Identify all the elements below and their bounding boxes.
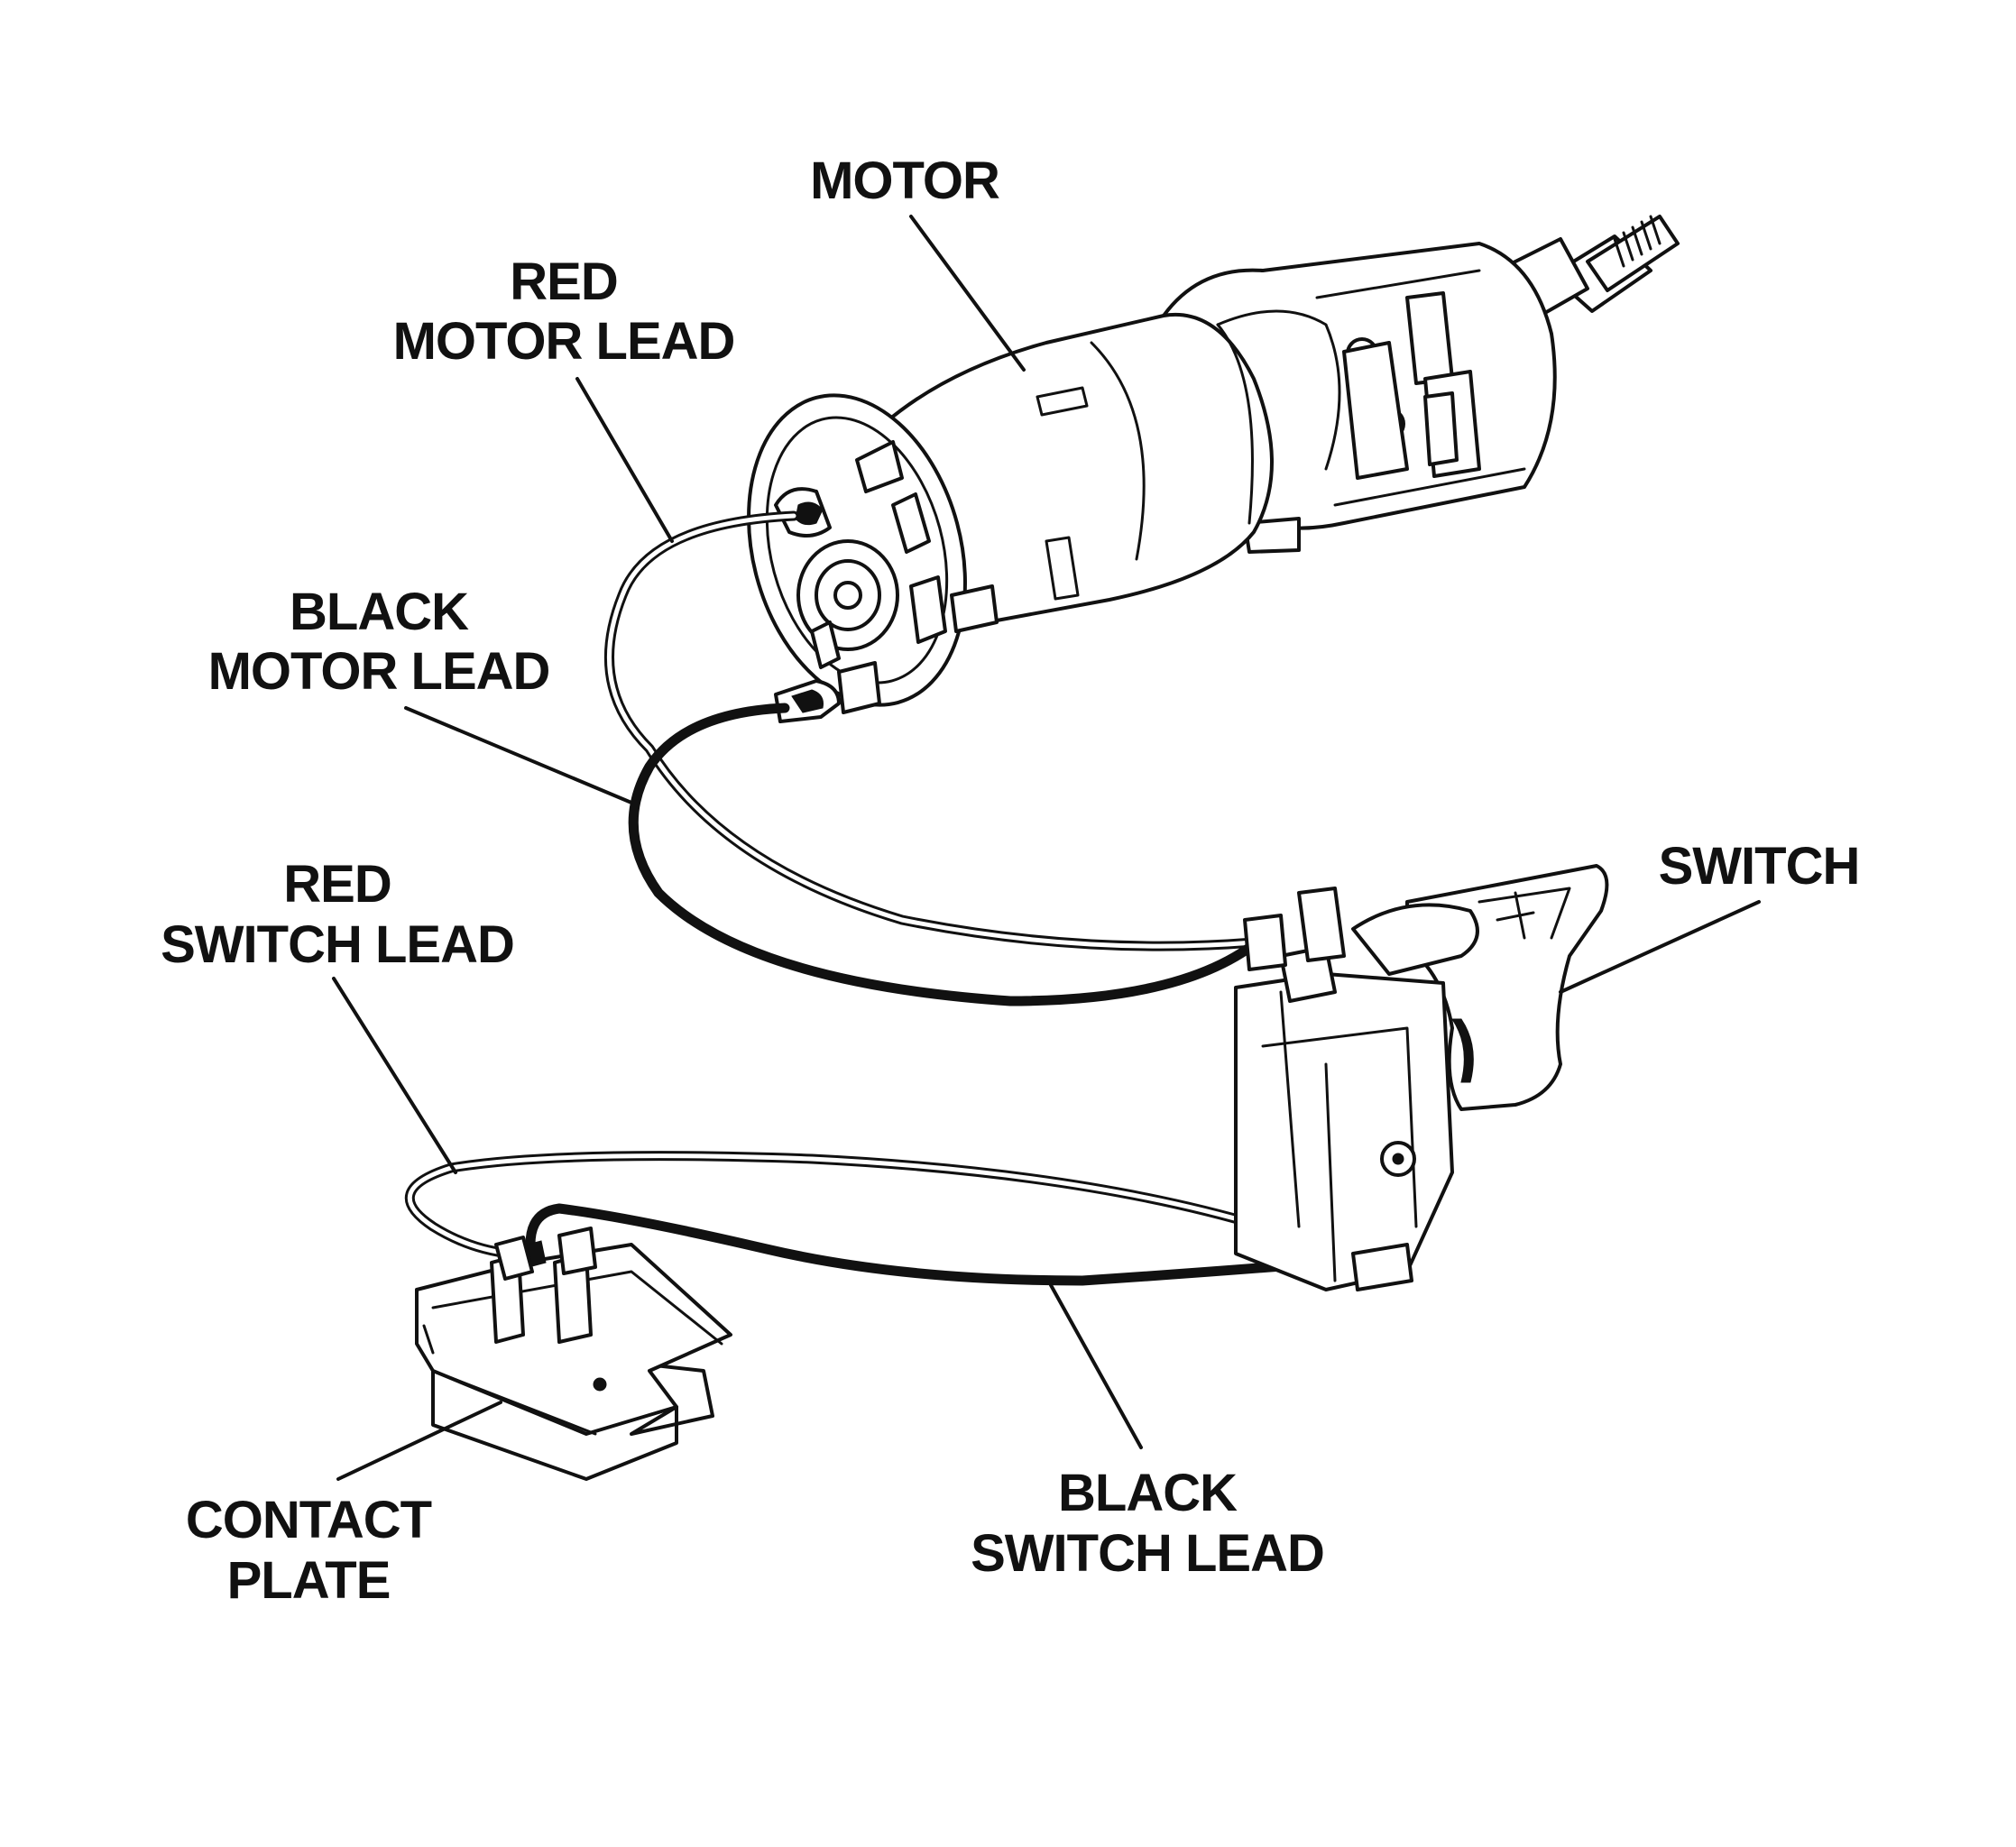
motor-terminal-top: [774, 487, 832, 538]
motor-terminal-bottom: [774, 661, 881, 723]
red-switch-lead-wire: [404, 1151, 1268, 1259]
red-motor-lead-leader-line: [575, 377, 674, 543]
red-motor-lead-label-line1: RED: [510, 253, 617, 311]
red-switch-lead-leader-line: [332, 977, 457, 1174]
red-motor-lead-label-line2: MOTOR LEAD: [393, 312, 735, 371]
contact-plate: [415, 1227, 732, 1481]
contact-plate-terminals: [490, 1227, 597, 1344]
switch-leader-line: [1559, 900, 1761, 994]
motor-label: MOTOR: [810, 152, 999, 210]
motor: [747, 215, 1680, 723]
black-motor-lead-label-line1: BLACK: [290, 583, 469, 641]
contact-plate-label-line1: CONTACT: [186, 1491, 432, 1549]
black-switch-lead-leader-line: [1049, 1283, 1143, 1449]
switch-body: [1234, 972, 1454, 1291]
red-switch-lead-label-line2: SWITCH LEAD: [161, 915, 514, 974]
switch: [1234, 864, 1609, 1291]
black-motor-lead-wire: [628, 703, 1277, 1006]
contact-plate-label-line2: PLATE: [227, 1551, 391, 1610]
contact-plate-leader-line: [336, 1401, 502, 1481]
motor-end-cap: [747, 393, 999, 707]
red-motor-lead-wire: [603, 510, 1259, 951]
black-motor-lead-leader-line: [404, 706, 633, 804]
switch-label: SWITCH: [1659, 837, 1860, 896]
black-motor-lead-label-line2: MOTOR LEAD: [208, 642, 550, 701]
motor-leader-line: [909, 215, 1026, 372]
motor-body: [882, 312, 1274, 633]
black-switch-lead-wire: [525, 1203, 1331, 1286]
red-switch-lead-label-line1: RED: [283, 855, 391, 914]
black-switch-lead-label-line1: BLACK: [1058, 1464, 1238, 1522]
black-switch-lead-label-line2: SWITCH LEAD: [971, 1524, 1324, 1583]
